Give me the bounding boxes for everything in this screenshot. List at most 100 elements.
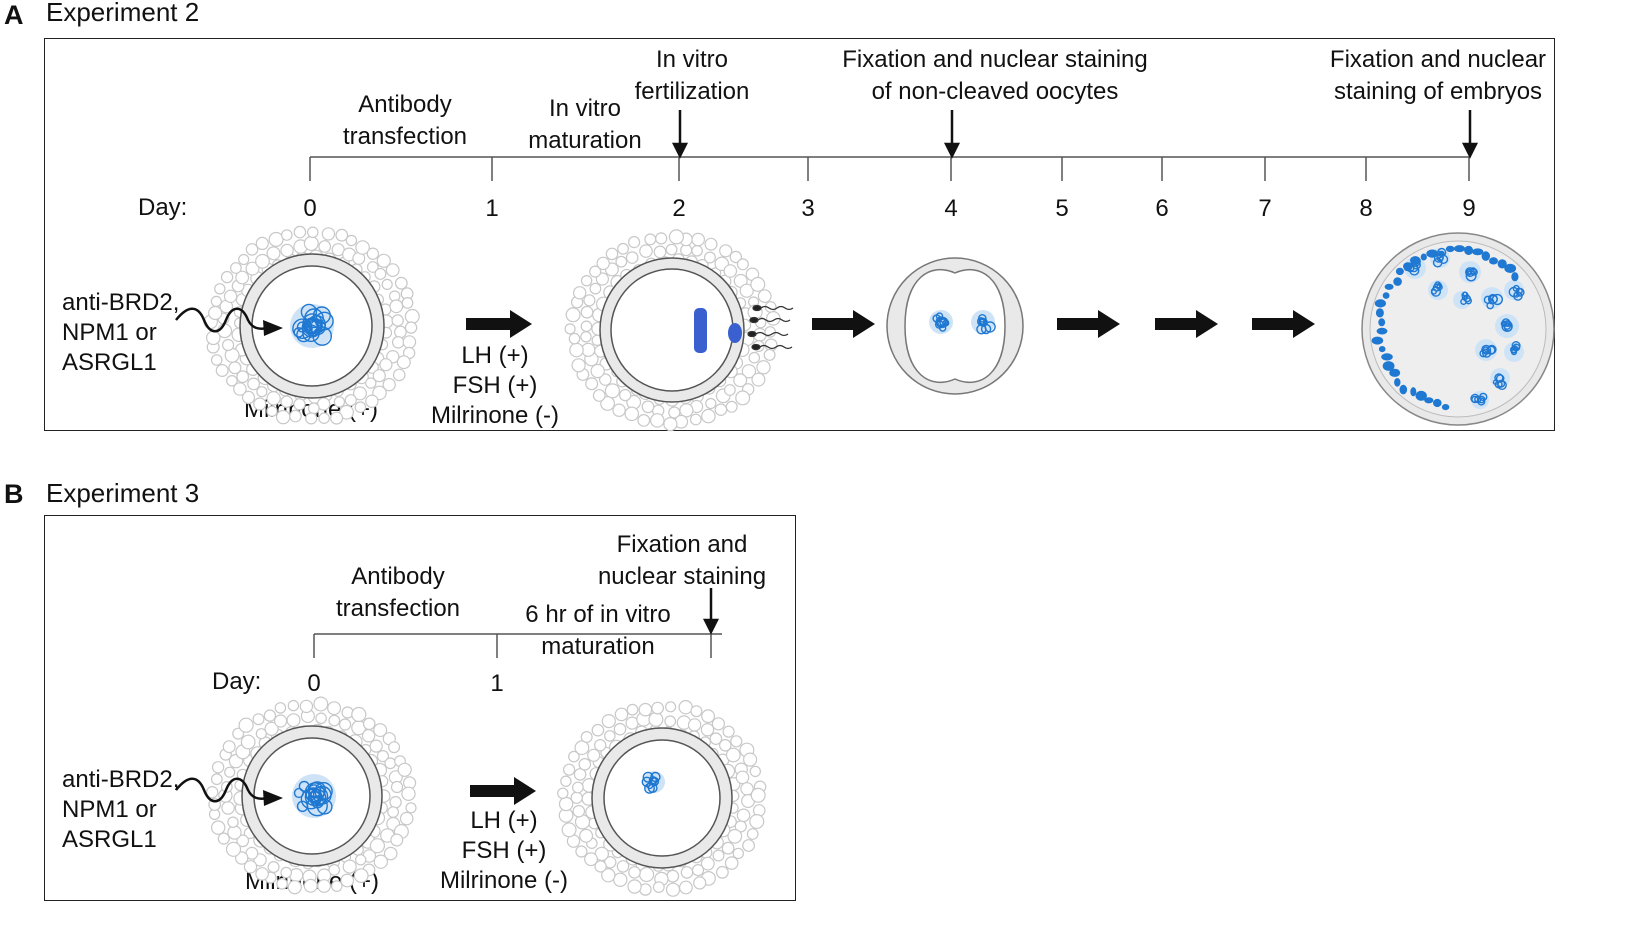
cumulus-cell (580, 305, 594, 319)
cumulus-cell (390, 780, 404, 794)
cumulus-cell (276, 409, 291, 425)
trophectoderm-nucleus (1441, 404, 1450, 411)
cumulus-cell (268, 231, 284, 247)
trophectoderm-nucleus (1504, 263, 1517, 273)
cumulus-cell (742, 839, 755, 852)
trophectoderm-nucleus (1376, 327, 1388, 335)
cumulus-cell (321, 227, 336, 241)
cumulus-cell (401, 786, 416, 802)
trophectoderm-nucleus (1511, 272, 1519, 282)
cumulus-cell (644, 233, 657, 246)
a-step-arrow-2 (812, 310, 875, 338)
cumulus-cell (210, 773, 223, 786)
icm-cell-strand (1515, 287, 1523, 295)
cumulus-cell (315, 712, 327, 725)
a-day-label: Day: (138, 194, 188, 221)
cumulus-cell (748, 351, 761, 364)
cumulus-cell (287, 699, 300, 712)
cumulus-cell (617, 242, 629, 255)
cumulus-cell (756, 360, 771, 375)
cumulus-cell (255, 253, 270, 269)
cumulus-cell (700, 723, 715, 737)
cumulus-cell (317, 879, 332, 893)
cumulus-cell (376, 253, 391, 268)
cumulus-cell (328, 864, 341, 876)
cumulus-cell (690, 705, 703, 718)
cumulus-cell (339, 718, 352, 731)
trophectoderm-nucleus (1424, 397, 1434, 404)
cumulus-cell (557, 787, 569, 800)
cumulus-cell (711, 717, 726, 731)
cumulus-cell (592, 389, 606, 402)
cumulus-cell (721, 841, 735, 855)
cumulus-cell (578, 757, 592, 771)
a-fix-embryos-down-arrow (1461, 110, 1479, 159)
a-day-5: 5 (1055, 195, 1069, 222)
a-two-cell-embryo (886, 257, 1024, 395)
cumulus-cell (627, 879, 642, 894)
a-ivf-down-arrow (671, 110, 689, 159)
cumulus-cell (205, 786, 219, 799)
cumulus-cell (638, 702, 653, 717)
trophectoderm-nucleus (1438, 250, 1445, 257)
cumulus-cell (750, 787, 766, 803)
cumulus-cell (558, 796, 574, 812)
cumulus-cell (665, 243, 678, 256)
cumulus-cell (616, 860, 630, 873)
cumulus-cell (255, 867, 269, 881)
cumulus-cell (653, 245, 667, 259)
icm-cell (1490, 368, 1510, 388)
cumulus-cell (240, 734, 256, 750)
cumulus-cell (568, 332, 581, 345)
trophectoderm-nucleus (1410, 387, 1417, 397)
cumulus-cell (580, 320, 593, 333)
cumulus-cell (340, 873, 355, 888)
cumulus-cell (396, 355, 411, 370)
cumulus-cell (229, 262, 242, 274)
cumulus-cell (749, 765, 762, 778)
cumulus-cell (691, 245, 703, 257)
a-day-7: 7 (1258, 195, 1272, 222)
a-blastocyst-nuclei (1371, 245, 1525, 411)
trophectoderm-nucleus (1378, 346, 1386, 353)
cumulus-cell (725, 400, 738, 413)
trophectoderm-nucleus (1371, 336, 1384, 345)
cumulus-cell (241, 390, 256, 404)
a-timeline (309, 156, 1470, 181)
cumulus-cell (652, 881, 665, 893)
icm-cell-strand (1431, 288, 1437, 295)
cumulus-cell (245, 243, 259, 256)
trophectoderm-nucleus (1393, 277, 1402, 286)
cumulus-cell (392, 368, 406, 382)
cumulus-cell (596, 256, 610, 271)
a-fix-noncleaved-down-arrow (943, 110, 961, 159)
cumulus-cell (749, 813, 765, 829)
cumulus-cell (703, 251, 716, 264)
cumulus-cell (666, 869, 680, 883)
cumulus-cell (613, 872, 628, 888)
icm-cell-strand (1465, 270, 1477, 282)
cumulus-cell (383, 846, 398, 861)
cumulus-cell (373, 854, 388, 869)
pronucleus-strand (935, 316, 946, 327)
trophectoderm-nucleus (1426, 249, 1439, 258)
cumulus-cell (374, 267, 387, 280)
a-step-arrow-4 (1155, 310, 1218, 338)
cumulus-cell (638, 866, 655, 883)
a-day-4: 4 (944, 195, 958, 222)
cumulus-cell (736, 258, 749, 271)
cumulus-cell (405, 802, 417, 814)
b-day-label: Day: (212, 668, 262, 695)
cumulus-cell (709, 732, 723, 745)
cumulus-cell (601, 868, 616, 883)
panel-b-letter: B (4, 479, 24, 509)
cumulus-cell (391, 335, 405, 349)
cumulus-cell (276, 878, 288, 890)
cumulus-cell (307, 402, 320, 415)
cumulus-cell (366, 247, 380, 260)
